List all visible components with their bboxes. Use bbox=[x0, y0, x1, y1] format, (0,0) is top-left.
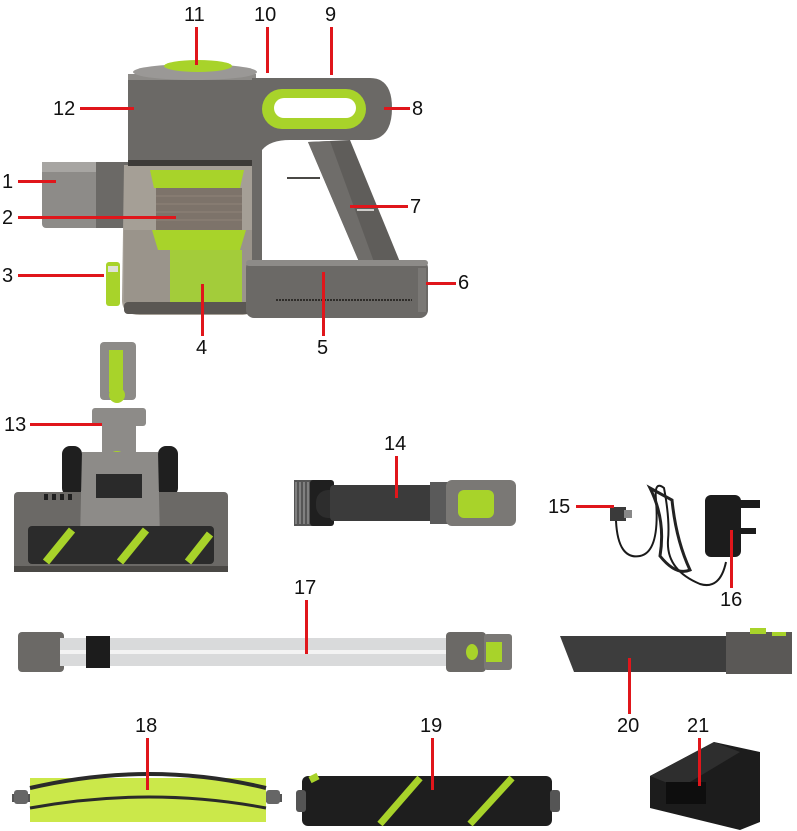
callout-15: 15 bbox=[548, 496, 571, 518]
leader-16 bbox=[730, 530, 733, 588]
callout-9: 9 bbox=[325, 4, 337, 26]
leader-5 bbox=[322, 272, 325, 336]
callout-6: 6 bbox=[458, 272, 470, 294]
leader-7 bbox=[350, 205, 408, 208]
leader-20 bbox=[628, 658, 631, 714]
callout-8: 8 bbox=[412, 98, 424, 120]
callout-2: 2 bbox=[2, 207, 14, 229]
callout-7: 7 bbox=[410, 196, 422, 218]
callout-4: 4 bbox=[196, 337, 208, 359]
callout-11: 11 bbox=[184, 4, 205, 26]
leader-1 bbox=[18, 180, 56, 183]
callout-1: 1 bbox=[2, 171, 14, 193]
callout-17: 17 bbox=[294, 577, 317, 599]
leader-4 bbox=[201, 284, 204, 336]
leader-6 bbox=[426, 282, 456, 285]
leader-18 bbox=[146, 738, 149, 790]
callout-19: 19 bbox=[420, 715, 443, 737]
leader-14 bbox=[395, 456, 398, 498]
callout-18: 18 bbox=[135, 715, 158, 737]
callout-21: 21 bbox=[687, 715, 710, 737]
leader-2 bbox=[18, 216, 176, 219]
leader-8 bbox=[384, 107, 410, 110]
callout-10: 10 bbox=[254, 4, 277, 26]
leader-10 bbox=[266, 27, 269, 73]
callout-3: 3 bbox=[2, 265, 14, 287]
leader-19 bbox=[431, 738, 434, 790]
leader-3 bbox=[18, 274, 104, 277]
callout-13: 13 bbox=[4, 414, 27, 436]
callout-12: 12 bbox=[53, 98, 76, 120]
callout-14: 14 bbox=[384, 433, 407, 455]
callout-20: 20 bbox=[617, 715, 640, 737]
leader-12 bbox=[80, 107, 134, 110]
leader-11 bbox=[195, 27, 198, 65]
callout-16: 16 bbox=[720, 589, 743, 611]
leader-9 bbox=[330, 27, 333, 75]
leader-13 bbox=[30, 423, 102, 426]
leader-21 bbox=[698, 738, 701, 786]
leader-15 bbox=[576, 505, 614, 508]
callout-5: 5 bbox=[317, 337, 329, 359]
leader-17 bbox=[305, 600, 308, 654]
